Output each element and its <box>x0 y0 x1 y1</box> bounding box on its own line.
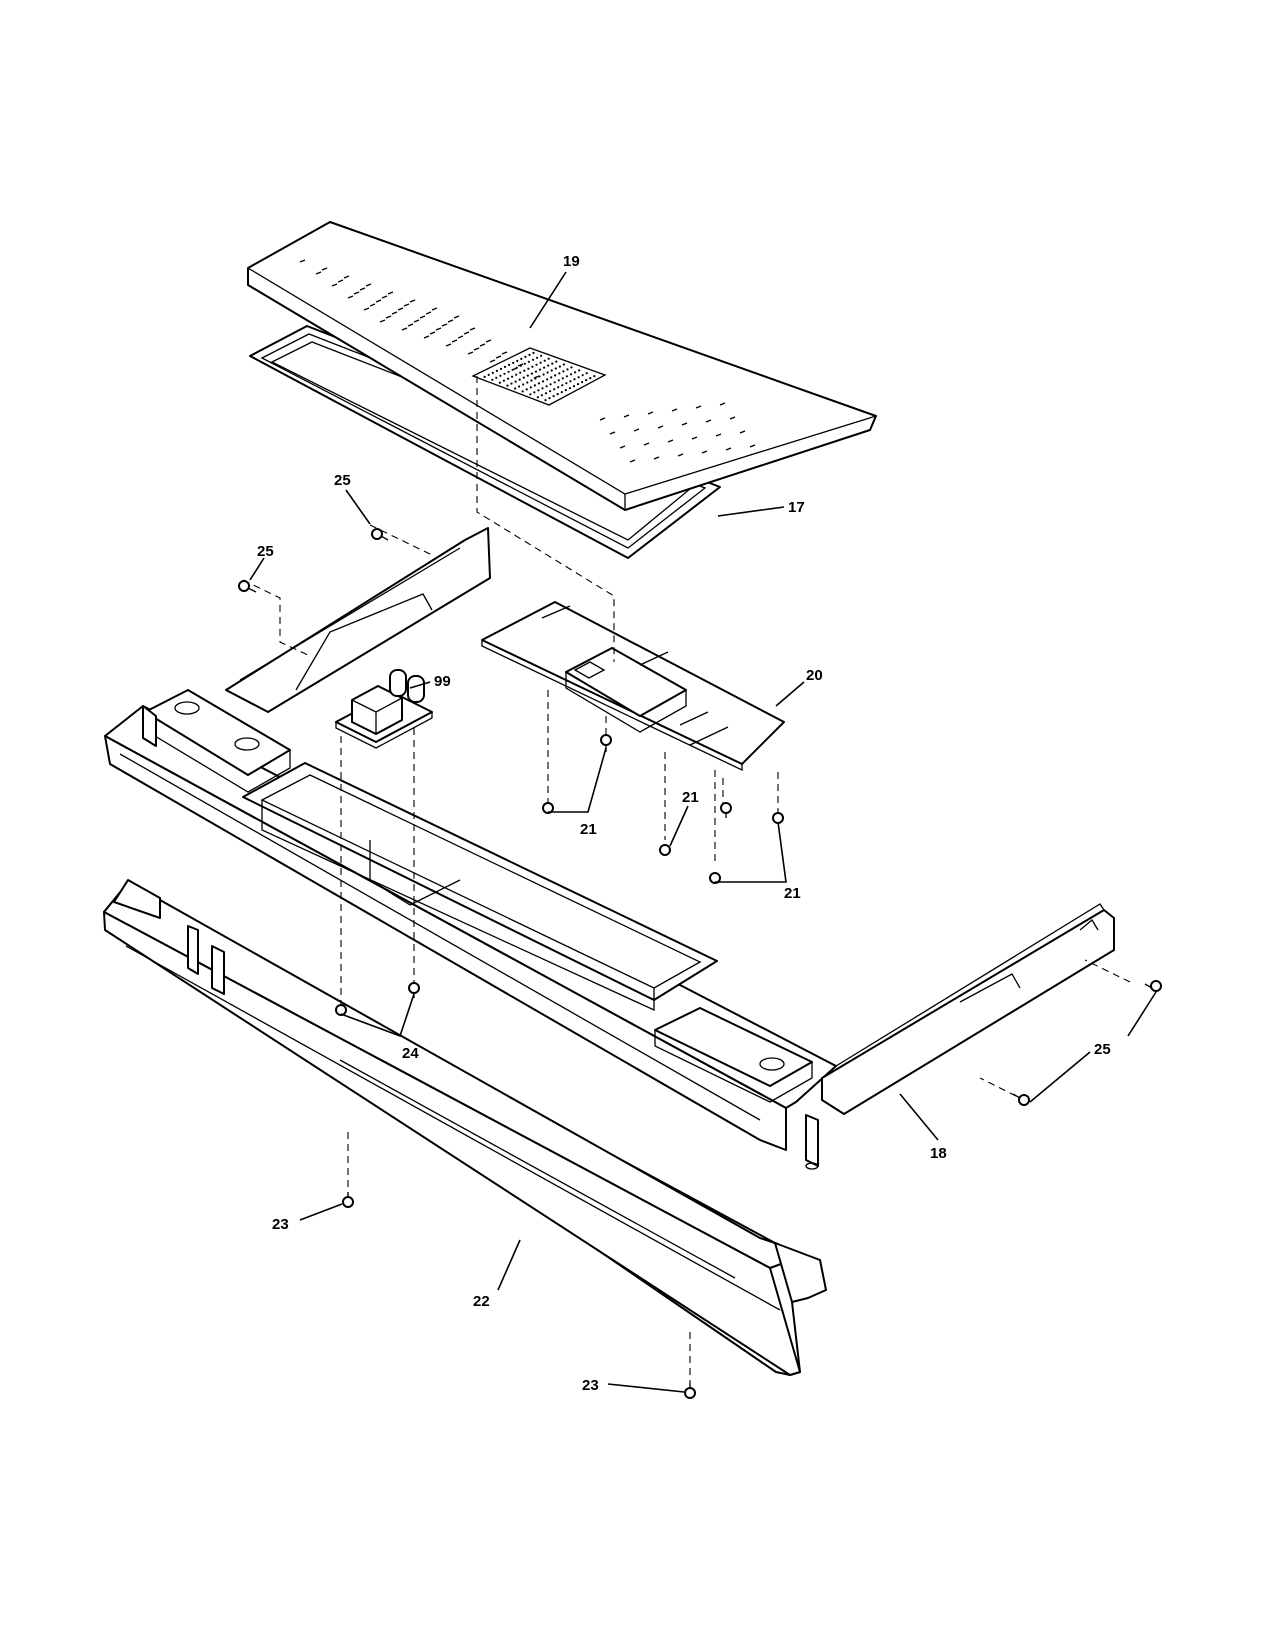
callout-21-middle: 21 <box>682 789 699 806</box>
screw-icon <box>659 844 671 856</box>
callout-18: 18 <box>930 1145 947 1162</box>
callout-23-left: 23 <box>272 1216 289 1233</box>
leader-lines <box>249 271 1157 1393</box>
alignment-lines <box>242 376 1131 1388</box>
callout-25-top: 25 <box>334 472 351 489</box>
callout-20: 20 <box>806 667 823 684</box>
callout-99: 99 <box>434 673 451 690</box>
callout-21-right: 21 <box>784 885 801 902</box>
screw-icon <box>342 1192 354 1208</box>
control-frame-part-18 <box>104 527 1115 1170</box>
screw-icon <box>335 1004 347 1016</box>
front-trim-part-22 <box>103 879 827 1376</box>
callout-23-bottom: 23 <box>582 1377 599 1394</box>
screw-icon <box>238 580 257 593</box>
screw-icon <box>408 982 420 998</box>
callout-25-right: 25 <box>1094 1041 1111 1058</box>
callout-24: 24 <box>402 1045 419 1062</box>
display-window <box>471 347 607 406</box>
callout-21-left: 21 <box>580 821 597 838</box>
callout-19: 19 <box>563 253 580 270</box>
screw-icon <box>1144 980 1162 992</box>
screw-icon <box>772 812 784 824</box>
control-board-part-20 <box>481 601 785 772</box>
gasket-frame-part-17 <box>249 325 721 559</box>
screw-icon <box>709 872 721 884</box>
callout-labels: 19 17 25 25 99 20 21 21 21 24 25 18 23 2… <box>257 253 1111 1394</box>
control-panel-glass-part-19 <box>247 221 877 511</box>
screw-icon <box>542 802 554 814</box>
callout-22: 22 <box>473 1293 490 1310</box>
screw-icon <box>684 1383 696 1399</box>
screw-icon <box>1012 1093 1030 1106</box>
callout-25-left: 25 <box>257 543 274 560</box>
screws <box>238 528 1162 1399</box>
transformer-board-part-99 <box>335 669 433 749</box>
callout-17: 17 <box>788 499 805 516</box>
screw-icon <box>371 528 389 541</box>
keypad-markings <box>299 259 756 463</box>
screw-icon <box>720 802 732 818</box>
